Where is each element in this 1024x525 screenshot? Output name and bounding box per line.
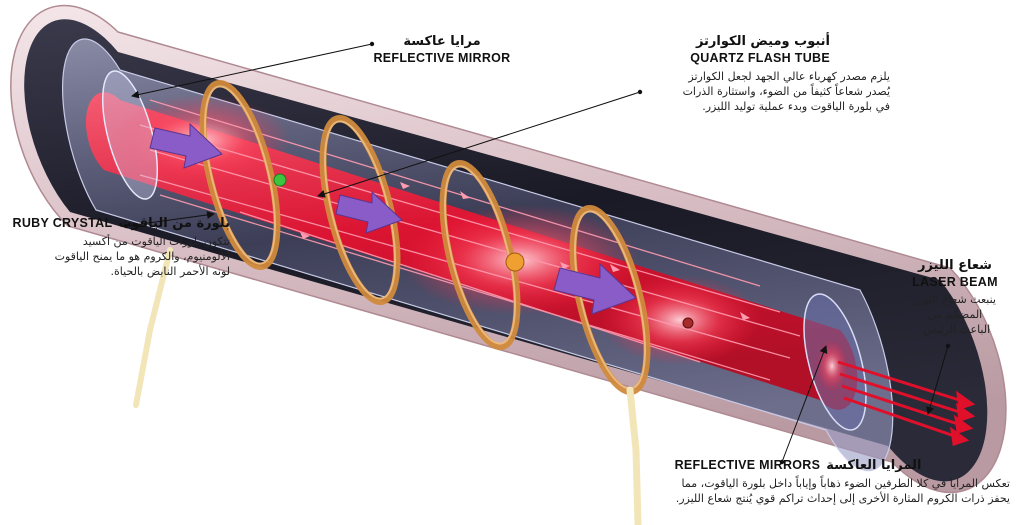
- laser-beam-desc-1: ينبعث شعاع الليزر: [914, 293, 996, 306]
- left-mirror: [101, 70, 159, 200]
- reflective-mirrors-en: REFLECTIVE MIRRORS: [674, 458, 821, 472]
- ruby-crystal-desc-3: لونه الأحمر النابض بالحياة.: [110, 265, 230, 278]
- leader-laser-beam: [926, 343, 951, 415]
- ruby-crystal-en: RUBY CRYSTAL: [12, 216, 113, 230]
- quartz-flash-tube-desc-3: في بلورة الياقوت وبدء عملية توليد الليزر…: [702, 100, 890, 113]
- photon-arrow-2: [335, 190, 403, 234]
- laser-beam-desc-3: الباعث الرئيس.: [919, 323, 991, 336]
- light-lines: [139, 99, 801, 381]
- leader-ruby-crystal: [123, 210, 215, 229]
- label-laser-beam: شعاع الليزر LASER BEAM ينبعث شعاع الليزر…: [896, 258, 1014, 337]
- atom-orange: [505, 252, 525, 272]
- quartz-flash-tube-ar: أنبوب وميض الكوارتز: [695, 34, 830, 49]
- reflective-mirror-en: REFLECTIVE MIRROR: [373, 51, 511, 65]
- reflective-mirror-ar: مرايا عاكسة: [403, 34, 481, 49]
- ruby-crystal-desc-1: تتكون بلورات الياقوت من أكسيد: [82, 235, 230, 248]
- leader-reflective-mirror: [131, 41, 375, 99]
- reflective-mirrors-desc-1: تعكس المرايا في كلا الطرفين الضوء ذهاباً…: [681, 477, 1010, 490]
- ruby-crystal-ar: بلورة من الياقوت: [118, 216, 230, 231]
- leader-reflective-mirrors: [779, 345, 828, 465]
- reflective-mirrors-ar: المرايا العاكسة: [826, 458, 922, 473]
- photon-arrow-1: [149, 122, 223, 169]
- wire-left: [133, 247, 173, 408]
- laser-beam-en: LASER BEAM: [912, 275, 998, 289]
- reflective-mirrors-desc-2: يحفز ذرات الكروم المثارة الأخرى إلى إحدا…: [675, 492, 1010, 505]
- laser-beam-ar: شعاع الليزر: [918, 258, 992, 273]
- quartz-flash-tube-desc-2: يُصدر شعاعاً كثيفاً من الضوء، واستثارة ا…: [682, 85, 890, 98]
- atom-dark: [682, 317, 694, 329]
- leader-lines: [123, 41, 951, 465]
- laser-beam-desc-2: المضخَّم من: [927, 308, 983, 321]
- laser-emitter-glow: [816, 340, 848, 392]
- label-reflective-mirror: مرايا عاكسة REFLECTIVE MIRROR: [362, 34, 522, 65]
- quartz-flash-tube-desc-1: يلزم مصدر كهرباء عالي الجهد لجعل الكوارت…: [688, 70, 890, 83]
- ruby-crystal-desc-2: الألومنيوم، والكروم هو ما يمنح الياقوت: [54, 250, 230, 263]
- label-ruby-crystal: RUBY CRYSTAL بلورة من الياقوت تتكون بلور…: [12, 216, 230, 279]
- quartz-flash-tube-en: QUARTZ FLASH TUBE: [690, 51, 830, 65]
- photon-arrow-3: [553, 262, 637, 315]
- leader-flash-tube: [317, 89, 643, 198]
- atom-green: [273, 173, 287, 187]
- label-reflective-mirrors: REFLECTIVE MIRRORS المرايا العاكسة تعكس …: [586, 458, 1010, 506]
- photon-arrows: [149, 122, 637, 315]
- wire-right: [626, 386, 642, 525]
- label-quartz-flash-tube: أنبوب وميض الكوارتز QUARTZ FLASH TUBE يل…: [650, 34, 890, 114]
